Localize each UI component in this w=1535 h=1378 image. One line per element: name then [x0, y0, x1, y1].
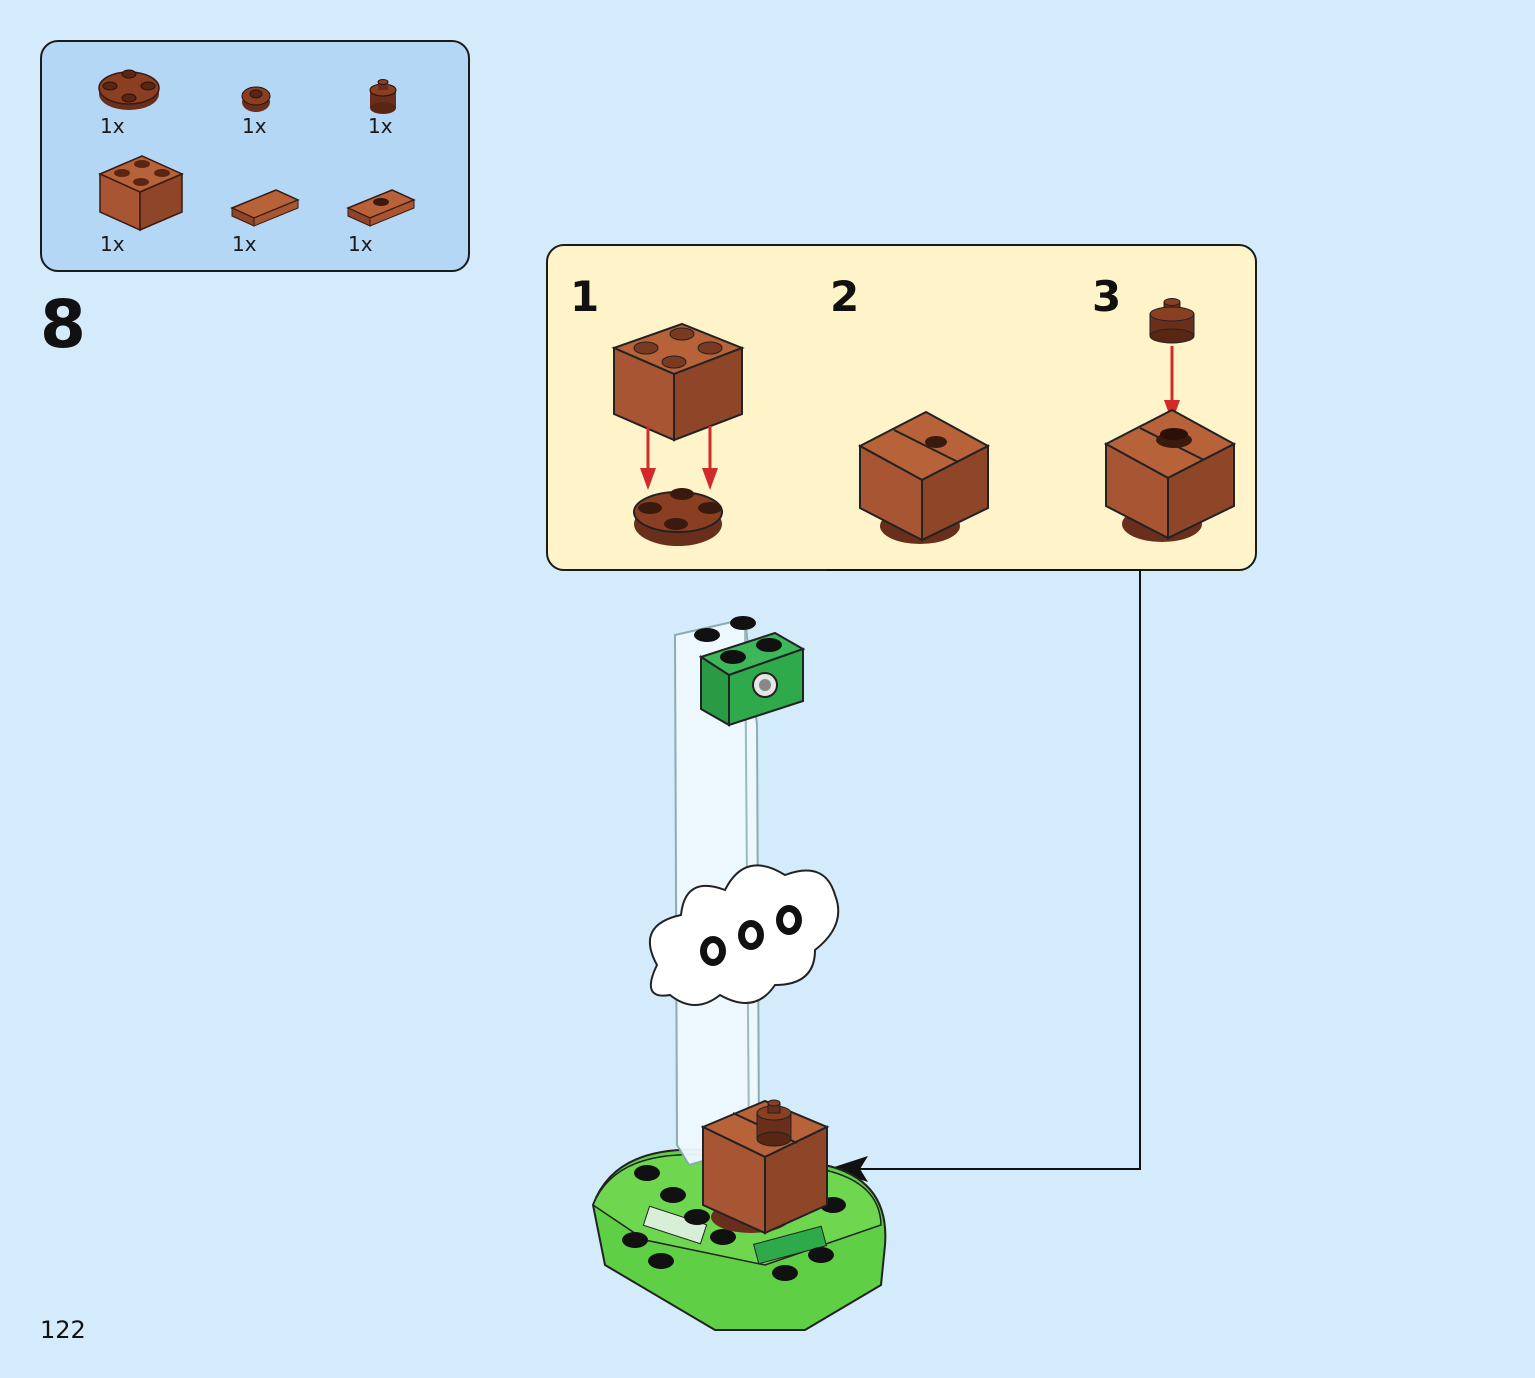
round-plate-small-icon — [241, 86, 271, 112]
connector-arrow — [826, 569, 1141, 1182]
sub-assembly-panel: 1 2 3 — [546, 244, 1257, 571]
part-tile-1x2 — [230, 186, 340, 232]
parts-list-panel: 1x 1x 1x 1x — [40, 40, 470, 272]
round-brick-icon — [369, 79, 397, 114]
part-qty: 1x — [100, 232, 125, 256]
part-round-plate-4x4 — [96, 60, 206, 116]
jumper-plate-icon — [346, 189, 416, 227]
sub-step-2-illustration — [857, 410, 991, 544]
part-qty: 1x — [100, 114, 125, 138]
part-qty: 1x — [242, 114, 267, 138]
sub-step-1-illustration — [611, 322, 745, 546]
part-round-plate-1x1 — [238, 80, 348, 116]
round-plate-icon — [98, 69, 160, 110]
sub-step-3-illustration — [1103, 298, 1237, 542]
sub-step-number: 3 — [1092, 272, 1122, 321]
part-qty: 1x — [232, 232, 257, 256]
part-jumper-plate — [346, 184, 456, 230]
part-brick-2x2 — [96, 152, 206, 232]
tile-icon — [230, 189, 300, 227]
page-number: 122 — [40, 1316, 86, 1344]
part-qty: 1x — [368, 114, 393, 138]
part-qty: 1x — [348, 232, 373, 256]
sub-step-number: 2 — [830, 272, 860, 321]
sub-step-number: 1 — [570, 272, 600, 321]
brick-2x2-icon — [98, 155, 184, 232]
part-round-brick-1x1 — [366, 78, 476, 116]
main-model-illustration — [591, 616, 887, 1331]
step-number: 8 — [40, 286, 86, 363]
